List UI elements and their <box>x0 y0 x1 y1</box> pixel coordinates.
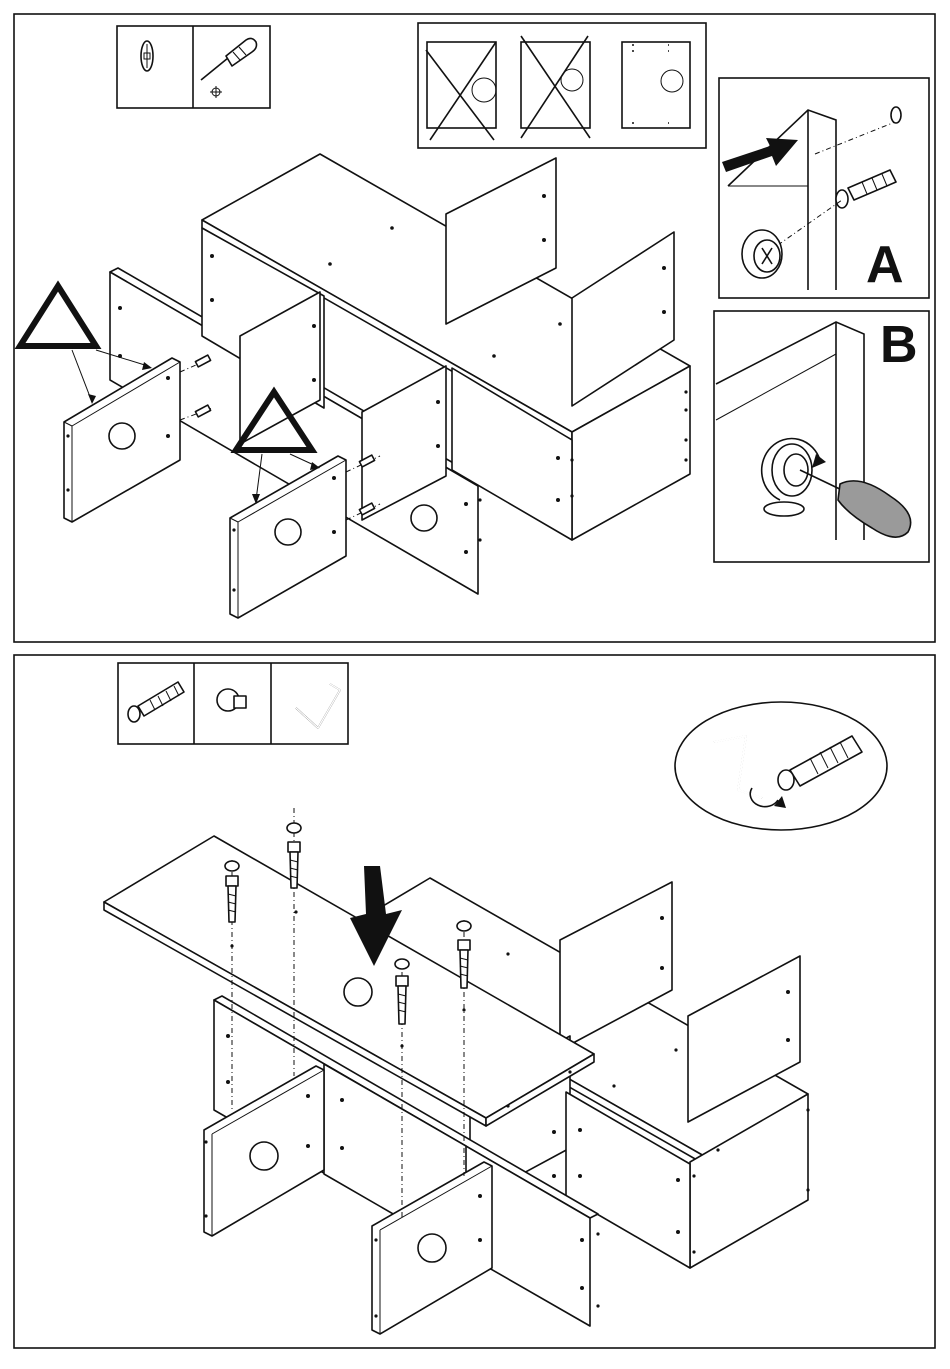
bolt-icon <box>128 682 184 722</box>
correct-orientation <box>622 42 690 128</box>
cam-lock-icon <box>141 41 153 71</box>
step-2-cabinet <box>104 808 810 1334</box>
orientation-guide <box>418 23 706 148</box>
step-1-cabinet <box>20 154 690 618</box>
dowel-icon <box>836 170 896 208</box>
screwdriver-icon <box>201 38 257 98</box>
detail-a-label: A <box>866 236 904 294</box>
step-2-tools-box <box>118 663 348 744</box>
step-1-tools-box <box>117 26 270 108</box>
allen-key-tighten-icon <box>714 736 862 808</box>
cam-dowel-insert-icon <box>742 230 782 278</box>
step-1-panel: A B <box>14 14 935 642</box>
detail-b: B <box>714 311 929 562</box>
cap-nut-icon <box>217 689 246 711</box>
allen-key-tighten-detail <box>675 702 887 830</box>
detail-a: A <box>719 78 929 298</box>
detail-b-label: B <box>880 316 918 374</box>
wrong-orientation-1 <box>426 42 496 140</box>
step-2-panel <box>14 655 935 1348</box>
allen-key-icon <box>296 684 340 728</box>
screwdriver-tighten-icon <box>800 470 911 537</box>
wrong-orientation-2 <box>521 36 590 138</box>
